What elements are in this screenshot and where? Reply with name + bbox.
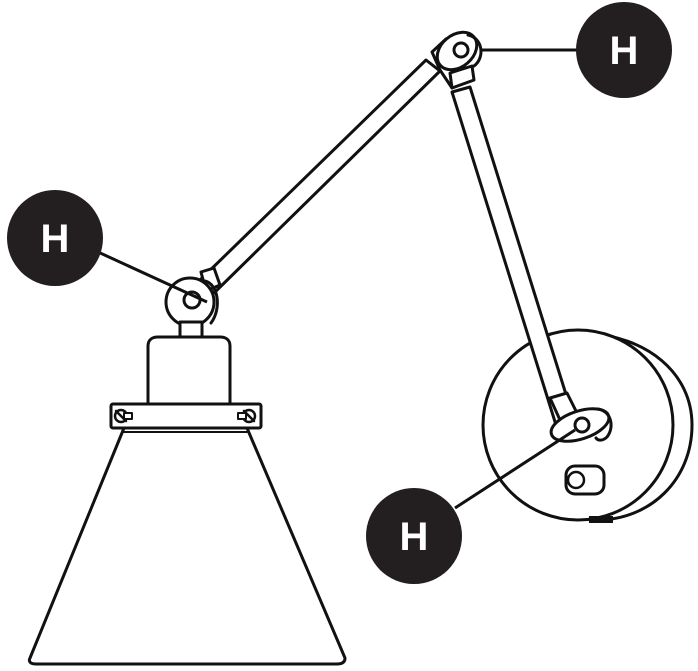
wall-plate (481, 328, 694, 523)
wall-joint-fitting[interactable] (547, 391, 613, 448)
shade-neck (146, 335, 232, 406)
callout-label: H (610, 29, 639, 73)
callout-circle (366, 488, 462, 584)
leader-line-bottom (454, 428, 576, 510)
shade-joint[interactable] (164, 266, 222, 340)
callout-top-right: H (576, 2, 672, 98)
dimmer-knob[interactable] (564, 464, 606, 496)
shade-collar (109, 402, 263, 430)
callout-label: H (400, 515, 429, 559)
callout-circle (7, 190, 103, 286)
callout-circle (576, 2, 672, 98)
lamp-shade (27, 426, 347, 666)
elbow-joint[interactable] (430, 25, 484, 90)
callout-label: H (41, 217, 70, 261)
callout-left: H (7, 190, 103, 286)
upper-arm[interactable] (197, 58, 442, 295)
callout-bottom: H (366, 488, 462, 584)
leader-line-left (97, 250, 208, 304)
